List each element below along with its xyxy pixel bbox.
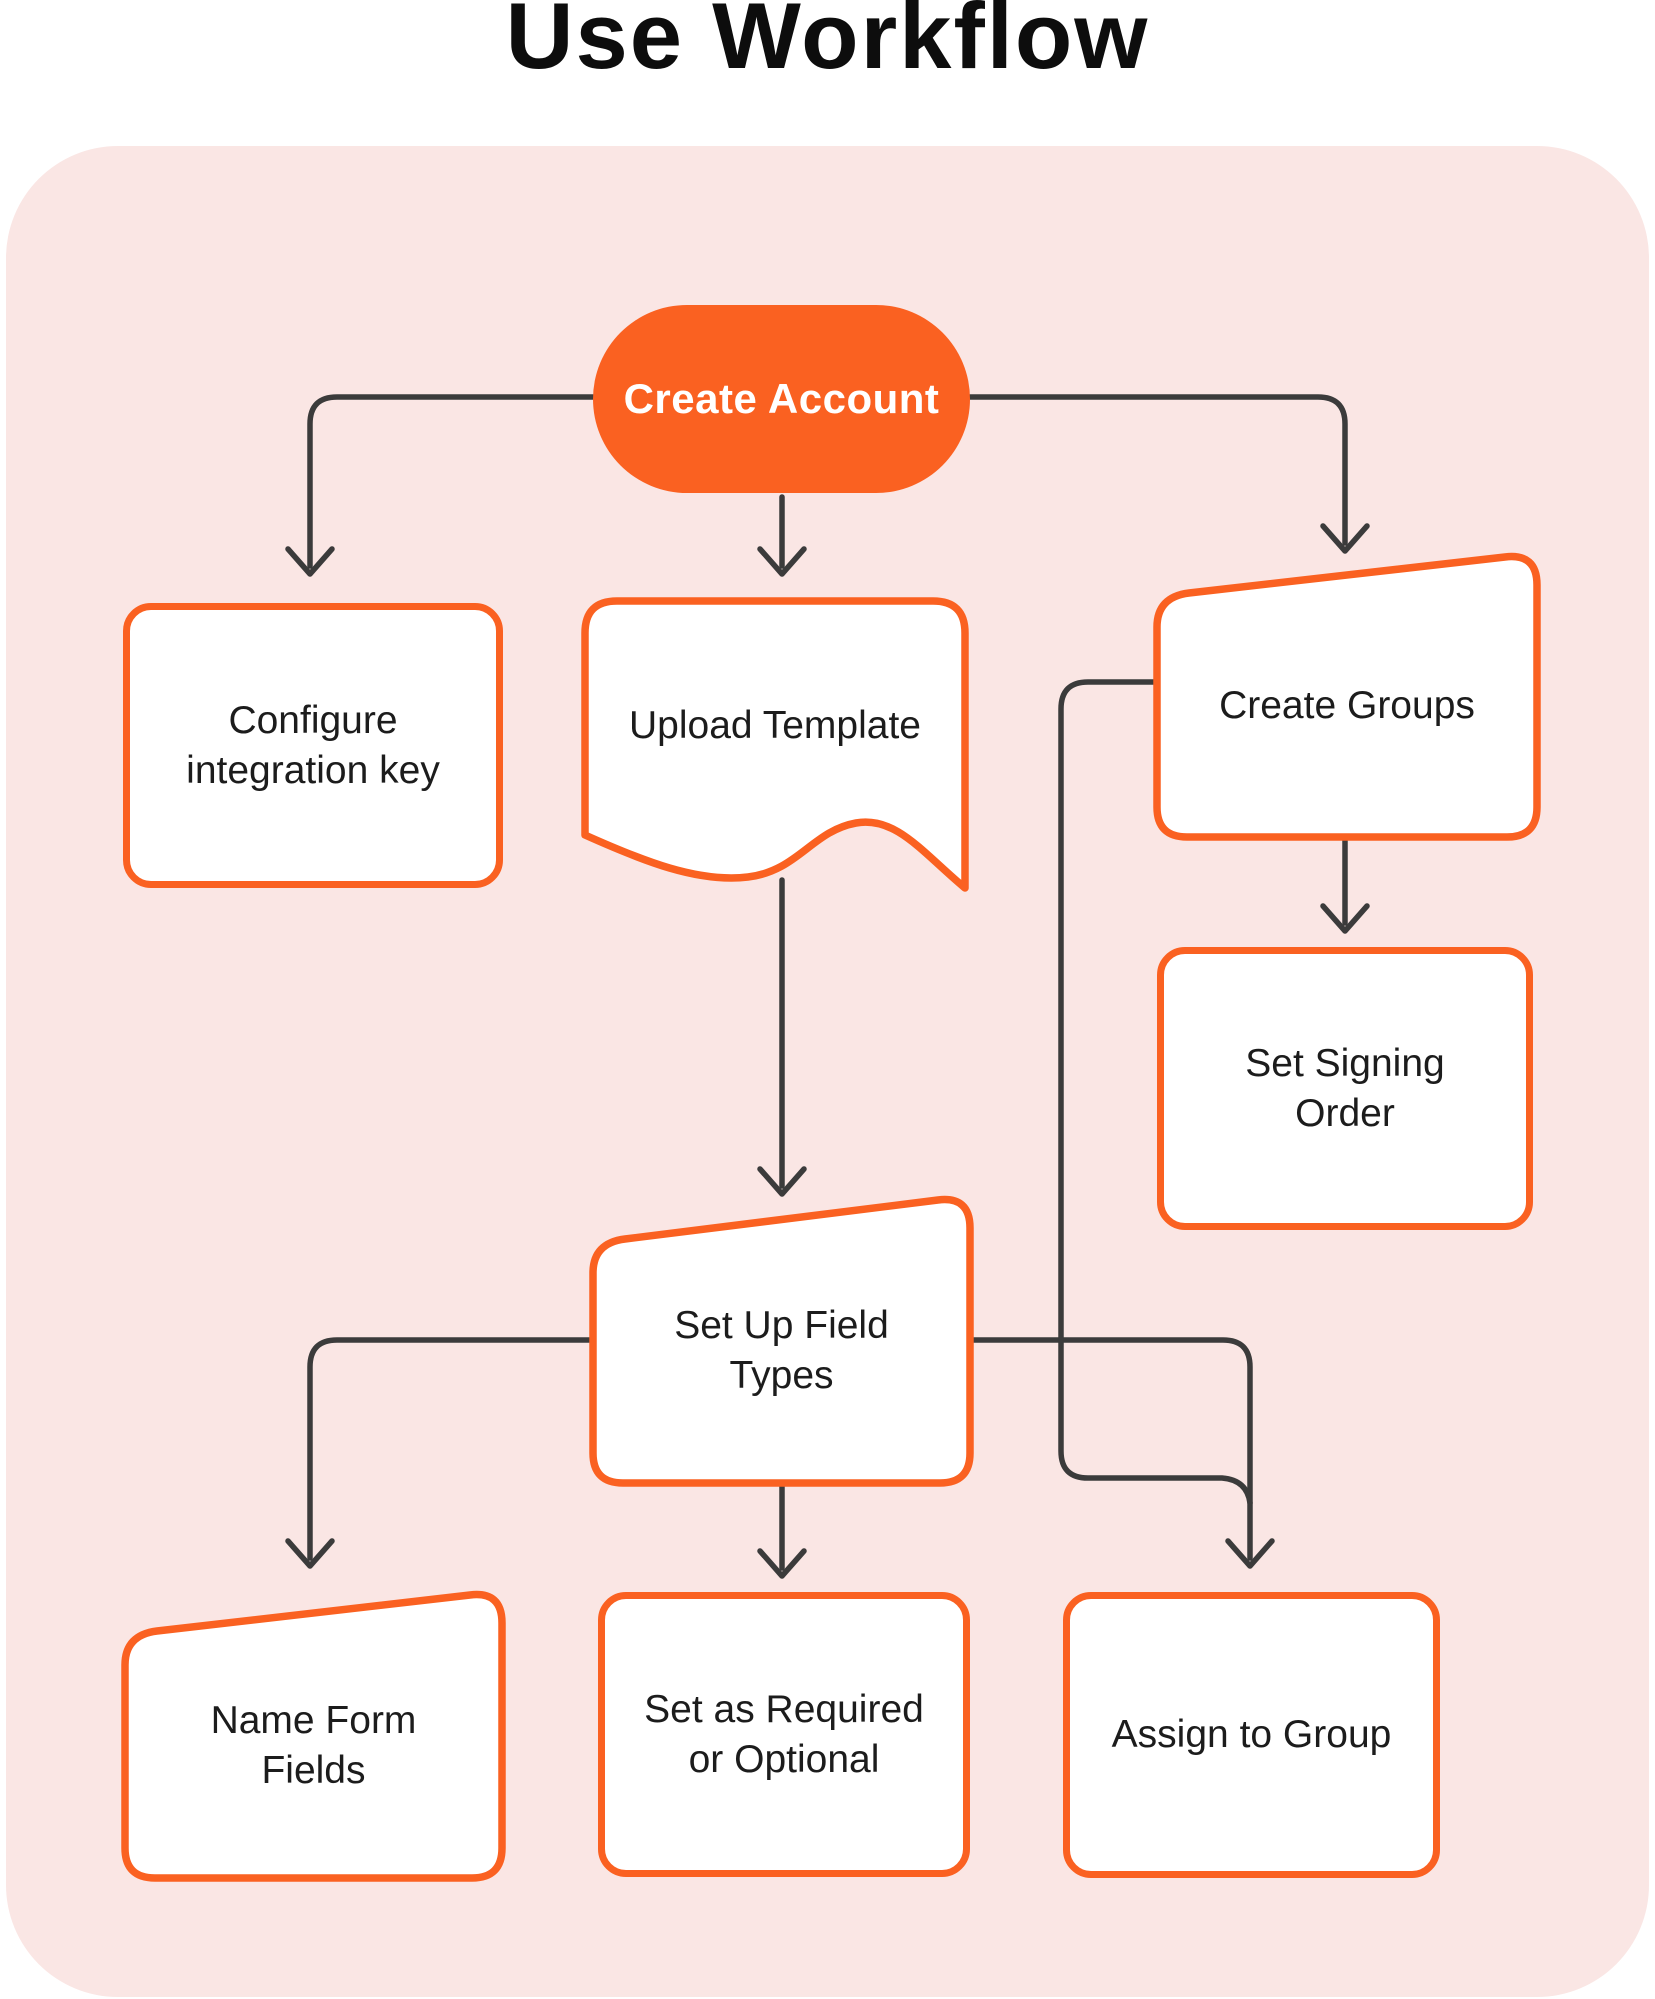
node-create-groups: Create Groups xyxy=(1157,575,1537,837)
edge-set-up-field-types-to-assign-to-group xyxy=(967,1337,1253,1561)
node-configure-integration-key-label: Configure integration key xyxy=(186,698,440,792)
node-upload-template-label: Upload Template xyxy=(629,704,921,748)
arrowhead-set-as-required-or-optional xyxy=(757,1548,807,1579)
arrowhead-set-up-field-types xyxy=(757,1166,807,1197)
node-set-as-required-or-optional-label: Set as Required or Optional xyxy=(644,1687,924,1781)
node-assign-to-group-label: Assign to Group xyxy=(1111,1713,1392,1757)
page-title: Use Workflow xyxy=(505,0,1150,88)
create-groups-shape xyxy=(1153,552,1541,841)
node-name-form-fields-label: Name Form Fields xyxy=(210,1698,417,1792)
node-set-signing-order: Set Signing Order xyxy=(1157,947,1533,1230)
upload-template-shape xyxy=(581,597,969,892)
arrowhead-set-signing-order xyxy=(1320,903,1370,934)
arrowhead-name-form-fields xyxy=(285,1538,335,1569)
edge-create-account-to-configure-integration-key xyxy=(307,394,596,569)
node-set-up-field-types-label: Set Up Field Types xyxy=(674,1303,889,1397)
arrowhead-assign-to-group xyxy=(1225,1538,1275,1569)
node-create-account-label: Create Account xyxy=(623,375,940,423)
edge-create-account-to-create-groups xyxy=(967,394,1348,546)
node-set-up-field-types: Set Up Field Types xyxy=(593,1218,970,1483)
edge-set-up-field-types-to-name-form-fields xyxy=(307,1337,596,1561)
arrowhead-upload-template xyxy=(757,546,807,577)
node-set-as-required-or-optional: Set as Required or Optional xyxy=(598,1592,970,1877)
name-form-fields-shape xyxy=(121,1590,506,1882)
set-up-field-types-shape xyxy=(589,1195,974,1487)
arrowhead-configure-integration-key xyxy=(285,546,335,577)
node-create-groups-label: Create Groups xyxy=(1219,684,1475,728)
node-upload-template: Upload Template xyxy=(585,601,965,851)
node-set-signing-order-label: Set Signing Order xyxy=(1245,1041,1445,1135)
node-name-form-fields: Name Form Fields xyxy=(125,1613,502,1878)
node-configure-integration-key: Configure integration key xyxy=(123,603,503,888)
node-create-account: Create Account xyxy=(593,305,970,493)
edge-create-groups-to-assign-to-group xyxy=(1058,679,1253,1506)
node-assign-to-group: Assign to Group xyxy=(1063,1592,1440,1878)
arrowhead-create-groups xyxy=(1320,523,1370,554)
